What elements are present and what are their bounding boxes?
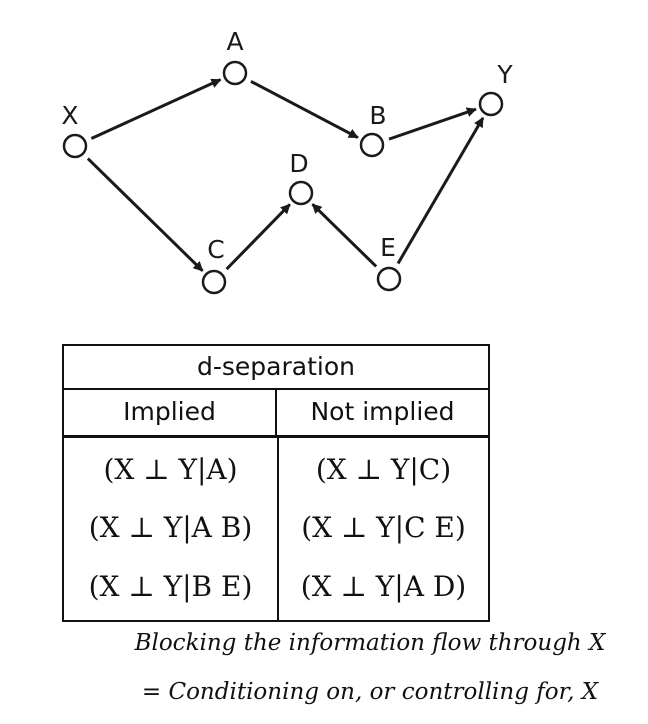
node-label-x: X (61, 101, 78, 130)
node-label-d: D (289, 149, 308, 178)
edge-e-to-y (396, 116, 485, 265)
node-label-e: E (380, 233, 396, 262)
edge-c-to-d (225, 203, 291, 271)
node-a (222, 60, 248, 86)
caption-line-1: Blocking the information flow through X (134, 630, 606, 656)
edge-a-to-b (250, 80, 359, 139)
node-label-y: Y (496, 60, 513, 89)
node-d (288, 180, 314, 206)
not-implied-cell: (X ⊥ Y|C E) (301, 511, 466, 544)
node-x (62, 133, 88, 159)
node-e (376, 266, 402, 292)
node-label-a: A (226, 27, 243, 56)
node-b (359, 132, 385, 158)
caption-line-2: = Conditioning on, or controlling for, X (141, 679, 599, 705)
edge-e-to-d (311, 203, 378, 268)
column-header-not-implied: Not implied (277, 390, 488, 438)
causal-graph: X A B Y C D E (61, 27, 513, 295)
implied-cell: (X ⊥ Y|B E) (88, 570, 253, 603)
node-y (478, 91, 504, 117)
d-separation-table: d-separation Implied Not implied (X ⊥ Y|… (62, 344, 490, 622)
column-divider (277, 438, 279, 620)
node-label-b: B (369, 101, 386, 130)
node-label-c: C (207, 235, 224, 264)
edge-x-to-c (86, 157, 204, 272)
column-header-implied: Implied (64, 390, 277, 438)
implied-cell: (X ⊥ Y|A B) (88, 511, 253, 544)
not-implied-cell: (X ⊥ Y|C) (315, 453, 452, 486)
table-title: d-separation (64, 346, 488, 390)
node-c (201, 269, 227, 295)
implied-cell: (X ⊥ Y|A) (103, 453, 238, 486)
edge-b-to-y (388, 107, 477, 141)
not-implied-cell: (X ⊥ Y|A D) (300, 570, 467, 603)
edge-x-to-a (90, 78, 222, 140)
